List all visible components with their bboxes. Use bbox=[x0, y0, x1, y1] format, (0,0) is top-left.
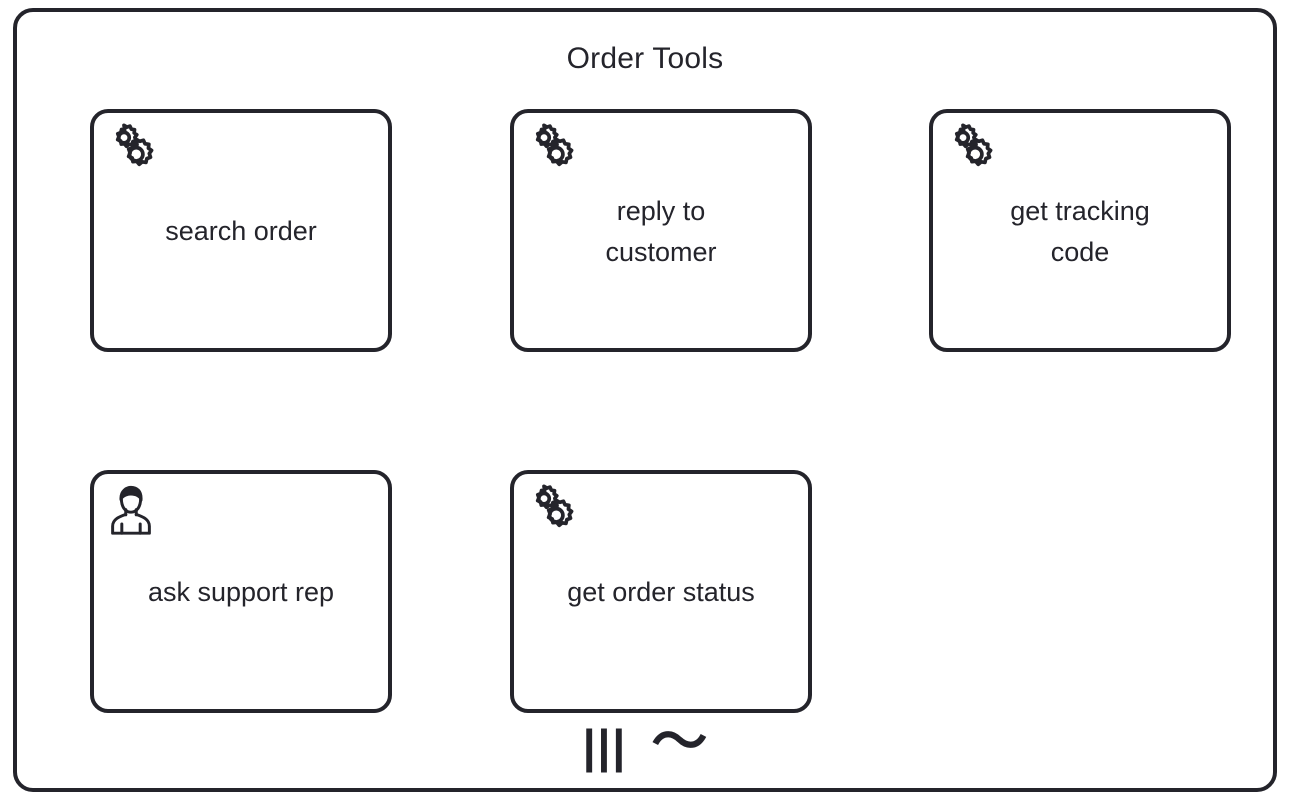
group-title: Order Tools bbox=[566, 42, 724, 75]
order-tools-group: Order Tools search order bbox=[13, 8, 1277, 792]
tool-card-label: get tracking code bbox=[1010, 196, 1150, 267]
tool-card-ask-support-rep[interactable]: ask support rep bbox=[90, 470, 392, 713]
wave-glyph: 〜 bbox=[651, 710, 708, 773]
gears-icon bbox=[523, 482, 579, 538]
tool-card-label: reply to customer bbox=[605, 196, 717, 267]
gears-icon bbox=[103, 121, 159, 177]
tool-card-label: ask support rep bbox=[147, 577, 335, 607]
tool-card-reply-to-customer[interactable]: reply to customer bbox=[510, 109, 812, 352]
gears-icon bbox=[523, 121, 579, 177]
person-icon bbox=[103, 482, 159, 538]
tool-card-label: get order status bbox=[567, 577, 755, 607]
tool-card-search-order[interactable]: search order bbox=[90, 109, 392, 352]
gears-icon bbox=[942, 121, 998, 177]
tool-card-label: search order bbox=[165, 216, 317, 246]
bars-glyph: ||| bbox=[582, 720, 628, 772]
bottom-glyph-row: ||| 〜 bbox=[0, 714, 1290, 774]
tool-card-get-order-status[interactable]: get order status bbox=[510, 470, 812, 713]
tool-card-get-tracking-code[interactable]: get tracking code bbox=[929, 109, 1231, 352]
